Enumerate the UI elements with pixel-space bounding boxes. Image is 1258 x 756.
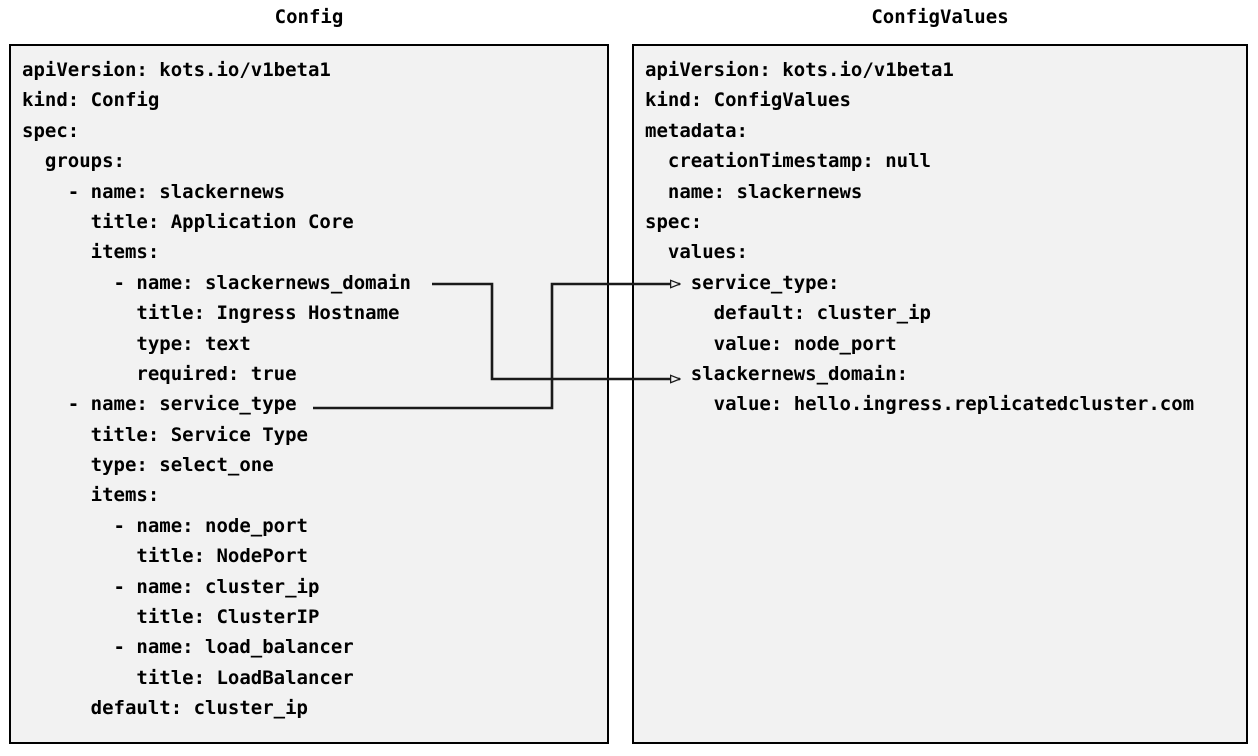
yaml-line: type: text (22, 332, 251, 355)
config-panel-title: Config (274, 6, 344, 28)
yaml-line: title: NodePort (22, 545, 308, 568)
configvalues-panel-title: ConfigValues (871, 6, 1009, 28)
config-yaml-panel: apiVersion: kots.io/v1beta1 kind: Config s… (9, 44, 609, 744)
yaml-line: default: cluster_ip (22, 697, 308, 720)
yaml-line: creationTimestamp: null (645, 150, 931, 173)
yaml-line: - name: slackernews (22, 180, 286, 203)
yaml-line: title: Application Core (22, 210, 354, 233)
configvalues-yaml-panel: apiVersion: kots.io/v1beta1 kind: ConfigV… (632, 44, 1248, 744)
yaml-line: items: (22, 241, 160, 264)
yaml-line: title: Service Type (22, 423, 308, 446)
yaml-line: service_type: (645, 271, 840, 294)
yaml-line: - name: node_port (22, 514, 308, 537)
yaml-line: title: ClusterIP (22, 606, 320, 629)
yaml-line: apiVersion: kots.io/v1beta1 (645, 59, 954, 81)
yaml-line: required: true (22, 362, 297, 385)
yaml-line: items: (22, 484, 160, 507)
yaml-line: - name: service_type (22, 393, 297, 416)
yaml-line: title: Ingress Hostname (22, 302, 400, 325)
yaml-line: spec: (22, 119, 80, 142)
yaml-line: title: LoadBalancer (22, 666, 354, 689)
yaml-line: - name: cluster_ip (22, 575, 320, 598)
yaml-line: apiVersion: kots.io/v1beta1 (22, 59, 331, 81)
yaml-line: kind: ConfigValues (645, 89, 851, 112)
yaml-line: default: cluster_ip (645, 302, 931, 325)
configvalues-yaml-code: apiVersion: kots.io/v1beta1 kind: ConfigV… (645, 55, 1194, 420)
yaml-line: type: select_one (22, 454, 274, 477)
yaml-line: value: node_port (645, 332, 897, 355)
yaml-line: name: slackernews (645, 180, 863, 203)
yaml-line: value: hello.ingress.replicatedcluster.c… (645, 393, 1195, 416)
yaml-line: spec: (645, 210, 703, 233)
yaml-line: slackernews_domain: (645, 362, 909, 385)
yaml-line: values: (645, 241, 748, 264)
yaml-line: - name: load_balancer (22, 636, 354, 659)
yaml-line: - name: slackernews_domain (22, 271, 411, 294)
config-yaml-code: apiVersion: kots.io/v1beta1 kind: Config s… (22, 55, 411, 724)
yaml-line: groups: (22, 150, 125, 173)
yaml-line: kind: Config (22, 89, 160, 112)
yaml-line: metadata: (645, 119, 748, 142)
